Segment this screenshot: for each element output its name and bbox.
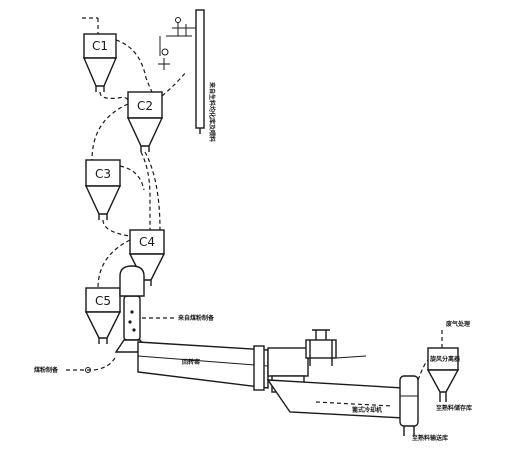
cooler-discharge: 至熟料输送库 (399, 375, 448, 442)
feed-riser (195, 9, 205, 134)
cyclone-c3-label: C3 (95, 167, 111, 181)
cyclone-c3: C3 (84, 159, 122, 220)
coal-inlet-label: 煤粉制备 (34, 366, 59, 374)
cyclone-separator: 旋风分离器 废气处理 至熟料储存库 (417, 320, 472, 412)
raw-feed-label: 来自生料均化库及喂料 (208, 82, 216, 142)
cyclone-c5-label: C5 (95, 294, 111, 308)
cooler-label: 篦式冷却机 (351, 406, 382, 414)
coal-burner-annotation: 来自煤粉制备 (142, 314, 215, 322)
separator-label: 旋风分离器 (429, 355, 461, 363)
feed-valve-top (158, 17, 196, 70)
grate-cooler: 篦式冷却机 (266, 379, 405, 419)
kiln-hood (267, 329, 367, 393)
cyclone-c1: C1 (82, 33, 118, 92)
rotary-kiln: 回转窑 (137, 341, 269, 391)
coal-inlet-annotation: 煤粉制备 (34, 355, 117, 374)
cyclone-c5: C5 (84, 287, 122, 344)
clinker-conveyor-label: 至熟料输送库 (412, 434, 448, 442)
cyclone-c4-label: C4 (139, 235, 155, 249)
cyclone-c1-label: C1 (92, 39, 108, 53)
kiln-label: 回转窑 (182, 358, 200, 366)
coal-burner-label: 来自煤粉制备 (178, 314, 215, 322)
calciner (114, 265, 150, 353)
cyclone-c2-label: C2 (137, 99, 153, 113)
c1-inlet (82, 17, 99, 34)
clinker-store-label: 至熟料储存库 (436, 404, 472, 412)
cyclone-c4: C4 (128, 229, 166, 286)
exhaust-label: 废气处理 (446, 320, 470, 328)
cyclone-c2: C2 (126, 91, 164, 152)
